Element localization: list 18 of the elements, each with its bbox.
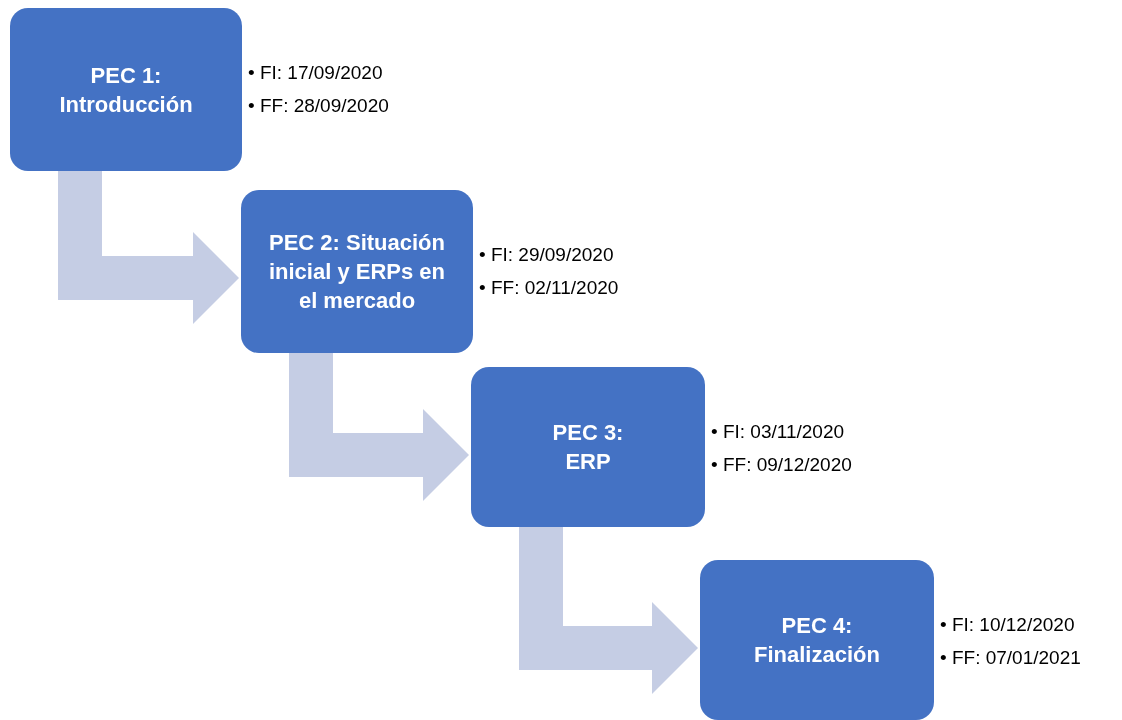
phase-box <box>10 8 242 171</box>
date-item: • FF: 09/12/2020 <box>711 453 852 477</box>
date-item: • FI: 03/11/2020 <box>711 420 846 444</box>
phase-title: PEC 2: Situación inicial y ERPs en el mercado <box>268 229 446 315</box>
date-item: • FI: 10/12/2020 <box>940 613 1076 637</box>
phase-title: PEC 4: Finalización <box>753 612 881 669</box>
phase-title: PEC 3: ERP <box>551 419 625 476</box>
phase-box <box>241 190 473 353</box>
phase-box <box>471 367 705 527</box>
date-item: • FI: 29/09/2020 <box>479 243 615 267</box>
bent-arrow <box>289 353 469 501</box>
phase-box <box>700 560 934 720</box>
date-item: • FF: 07/01/2021 <box>940 646 1081 670</box>
bent-arrow <box>58 171 239 324</box>
phase-title: PEC 1: Introducción <box>58 61 194 119</box>
date-item: • FI: 17/09/2020 <box>248 61 384 85</box>
date-item: • FF: 28/09/2020 <box>248 94 389 118</box>
date-item: • FF: 02/11/2020 <box>479 276 619 300</box>
